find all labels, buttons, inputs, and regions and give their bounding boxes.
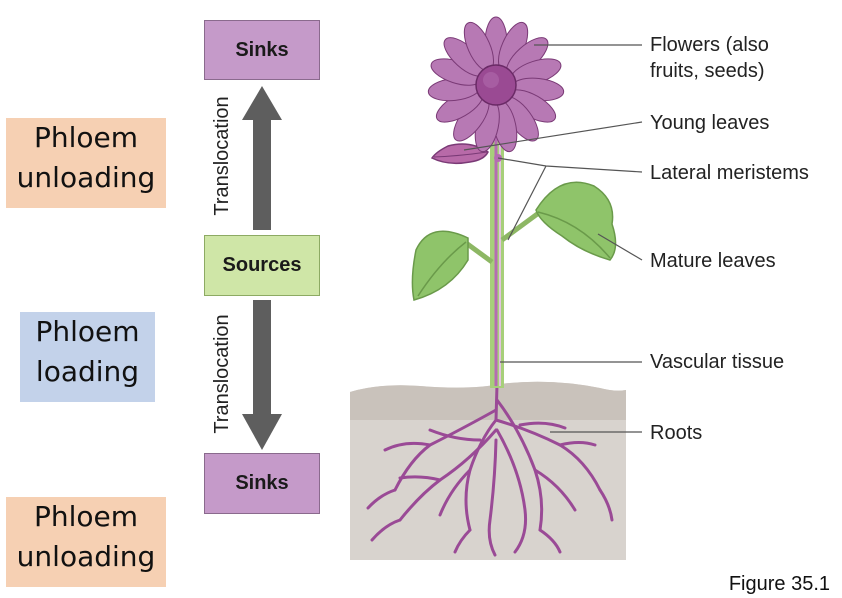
vascular-tissue-callout: Vascular tissue xyxy=(650,351,785,373)
mature-leaves-callout: Mature leaves xyxy=(650,250,776,272)
callout-line: fruits, seeds) xyxy=(650,60,765,82)
label-line: unloading xyxy=(16,540,156,573)
lower-translocation-arrow xyxy=(242,300,282,450)
upper-translocation-label: Translocation xyxy=(211,96,233,216)
callout-line: Flowers (also xyxy=(650,34,769,56)
label-line: Phloem xyxy=(35,315,140,348)
sinks-bottom-box: Sinks xyxy=(204,453,320,514)
roots xyxy=(366,383,614,557)
label-line: unloading xyxy=(16,161,156,194)
roots-callout: Roots xyxy=(650,422,703,444)
label-line: Phloem xyxy=(33,500,139,533)
sinks-top-box: Sinks xyxy=(204,20,320,80)
stem xyxy=(490,120,504,388)
upper-translocation-arrow xyxy=(242,86,282,230)
phloem-unloading-bottom-label: Phloem unloading xyxy=(6,497,166,587)
flower xyxy=(427,16,565,153)
label-line: loading xyxy=(35,355,140,388)
label-line: Phloem xyxy=(33,121,139,154)
callout-lines xyxy=(463,44,643,433)
mature-leaf-right xyxy=(500,181,617,261)
sources-box: Sources xyxy=(204,235,320,296)
phloem-unloading-top-label: Phloem unloading xyxy=(6,118,166,208)
figure-caption: Figure 35.1 xyxy=(728,573,830,595)
flowers-callout: Flowers (also fruits, seeds) xyxy=(650,32,769,84)
mature-leaf-left xyxy=(411,230,494,301)
lower-translocation-label: Translocation xyxy=(211,314,233,434)
lateral-meristems-callout: Lateral meristems xyxy=(650,162,809,184)
phloem-loading-label: Phloem loading xyxy=(20,312,155,402)
young-leaves-callout: Young leaves xyxy=(650,112,770,134)
